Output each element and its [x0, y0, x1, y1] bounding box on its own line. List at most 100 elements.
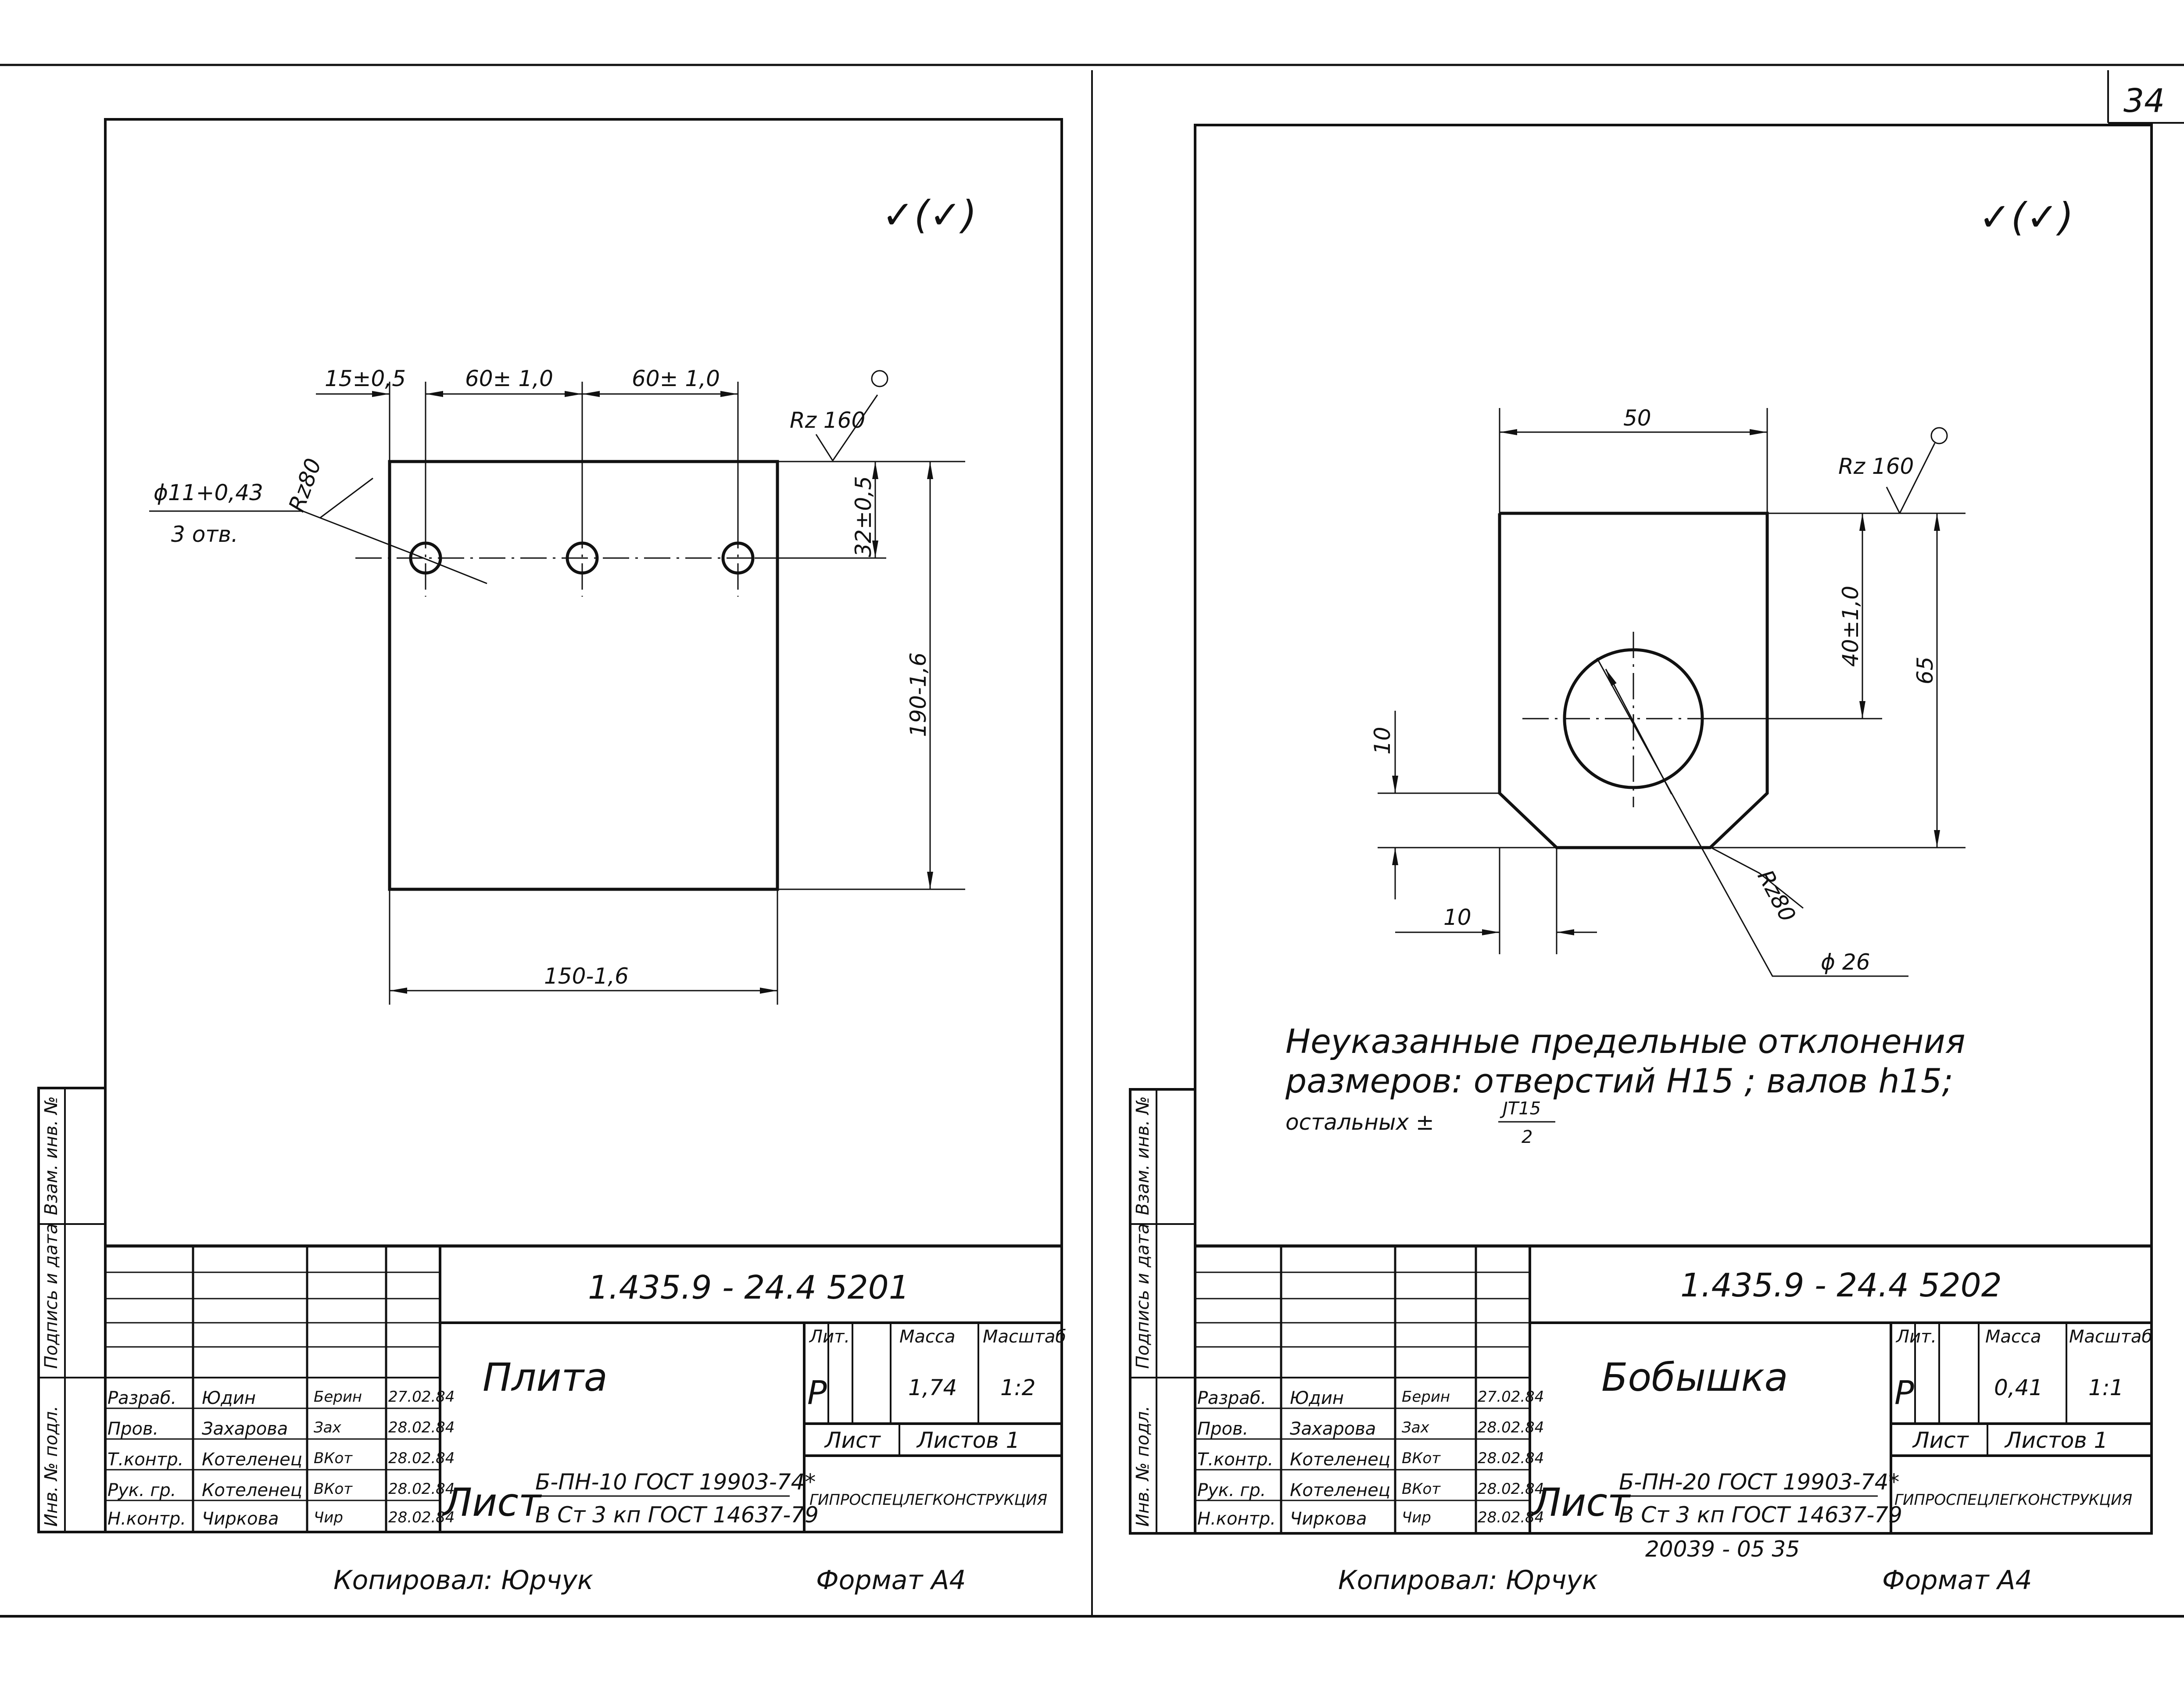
right-sig-role-3: Т.контр.: [1197, 1450, 1273, 1470]
right-material-line2: В Ст 3 кп ГОСТ 14637-79: [1619, 1502, 1902, 1528]
dim-holes-count: 3 отв.: [171, 522, 238, 547]
dim-10-vertical: 10: [1370, 727, 1395, 755]
right-sig-date-1: 27.02.84: [1478, 1388, 1544, 1406]
rz160-left: Rz 160: [790, 408, 865, 433]
right-col-lit: Лит.: [1895, 1327, 1937, 1347]
left-sig-sign-3: ВКот: [314, 1450, 353, 1467]
right-sig-role-2: Пров.: [1197, 1419, 1248, 1439]
left-side-label-inv: Инв. № подл.: [41, 1406, 61, 1527]
right-sheet: Инв. № подл. Подпись и дата Взам. инв. №…: [1129, 124, 2153, 1596]
right-roughness-symbol: ✓(✓): [1979, 194, 2073, 240]
right-material-label: Лист: [1531, 1480, 1631, 1525]
right-sig-date-3: 28.02.84: [1478, 1450, 1544, 1467]
left-sig-name-1: Юдин: [202, 1388, 256, 1408]
right-sig-name-1: Юдин: [1290, 1388, 1344, 1408]
left-sig-role-5: Н.контр.: [107, 1509, 186, 1529]
left-part-name: Плита: [483, 1355, 608, 1400]
right-material-line1: Б-ПН-20 ГОСТ 19903-74*: [1619, 1469, 1899, 1495]
right-sig-sign-2: Зах: [1402, 1419, 1430, 1436]
left-sheets-label: Листов 1: [916, 1428, 1020, 1453]
left-sig-sign-4: ВКот: [314, 1480, 353, 1498]
left-material-label: Лист: [442, 1480, 542, 1525]
right-col-mass: Масса: [1985, 1327, 2041, 1347]
rz160-right: Rz 160: [1838, 454, 1914, 479]
left-sig-role-4: Рук. гр.: [107, 1480, 176, 1500]
right-sig-sign-3: ВКот: [1402, 1450, 1441, 1467]
note-line-1: Неуказанные предельные отклонения: [1285, 1022, 1966, 1061]
note-line-3: остальных ±: [1285, 1110, 1434, 1135]
left-side-label-vzam: Взам. инв. №: [41, 1096, 61, 1215]
left-sig-date-2: 28.02.84: [388, 1419, 455, 1436]
dim-60-b: 60± 1,0: [632, 366, 720, 391]
left-sig-sign-1: Берин: [314, 1388, 362, 1406]
left-mass-value: 1,74: [908, 1375, 957, 1400]
right-sig-date-4: 28.02.84: [1478, 1480, 1544, 1498]
left-sheet: Инв. № подл. Подпись и дата Взам. инв. №…: [37, 118, 1066, 1596]
boss-centerlines: [1522, 632, 1755, 807]
right-sig-role-1: Разраб.: [1197, 1388, 1266, 1408]
left-material-line1: Б-ПН-10 ГОСТ 19903-74*: [535, 1469, 816, 1495]
dim-hole: ϕ11+0,43: [154, 480, 263, 505]
left-sig-sign-2: Зах: [314, 1419, 342, 1436]
left-frame: [37, 118, 1063, 1533]
plate-centerlines: [355, 522, 816, 597]
right-format: Формат А4: [1882, 1565, 2032, 1596]
left-sig-name-3: Котеленец: [202, 1450, 302, 1470]
right-signature-rows: Разраб. Юдин Берин 27.02.84 Пров. Захаро…: [1197, 1388, 1544, 1529]
left-scale-value: 1:2: [1000, 1375, 1035, 1400]
page-frame: [0, 64, 2184, 1618]
left-roughness-symbol: ✓(✓): [882, 192, 977, 237]
plate-dimensions: [149, 370, 965, 1005]
dim-190: 190-1,6: [906, 652, 931, 737]
left-sig-role-3: Т.контр.: [107, 1450, 183, 1470]
left-sig-role-1: Разраб.: [107, 1388, 176, 1408]
dim-65: 65: [1912, 656, 1938, 684]
right-side-label-vzam: Взам. инв. №: [1133, 1096, 1153, 1215]
rz80-left: Rz80: [284, 455, 326, 515]
right-sheet-label: Лист: [1912, 1428, 1969, 1453]
note-line-2: размеров: отверстий H15 ; валов h15;: [1285, 1061, 1953, 1100]
right-sig-name-3: Котеленец: [1290, 1450, 1390, 1470]
dim-50: 50: [1623, 405, 1651, 431]
right-lit-value: Р: [1894, 1374, 1914, 1412]
right-sig-sign-4: ВКот: [1402, 1480, 1441, 1498]
right-frame: [1129, 124, 2153, 1535]
boss-dimensions: [1378, 408, 1966, 977]
right-side-label-sign: Подпись и дата: [1133, 1224, 1153, 1369]
note-fraction-num: JT15: [1500, 1099, 1541, 1119]
rz80-right: Rz80: [1752, 866, 1801, 926]
right-mass-value: 0,41: [1994, 1375, 2043, 1400]
left-col-lit: Лит.: [809, 1327, 850, 1347]
page-number: 34: [2123, 82, 2165, 120]
right-sig-name-5: Чиркова: [1290, 1509, 1367, 1529]
left-format: Формат А4: [816, 1565, 966, 1596]
right-stamp-number: 20039 - 05 35: [1645, 1536, 1800, 1562]
dim-40: 40±1,0: [1838, 586, 1863, 667]
right-doc-code: 1.435.9 - 24.4 5202: [1680, 1267, 2002, 1304]
right-col-scale: Масштаб: [2069, 1327, 2152, 1347]
left-lit-value: Р: [807, 1374, 827, 1412]
right-copied-by: Копировал: Юрчук: [1338, 1565, 1598, 1596]
left-sig-role-2: Пров.: [107, 1419, 158, 1439]
right-sig-name-2: Захарова: [1290, 1419, 1376, 1439]
dim-10-horizontal: 10: [1443, 905, 1472, 930]
left-col-scale: Масштаб: [983, 1327, 1066, 1347]
dim-diameter: ϕ 26: [1821, 949, 1870, 975]
left-signature-rows: Разраб. Юдин Берин 27.02.84 Пров. Захаро…: [107, 1388, 455, 1529]
left-col-mass: Масса: [899, 1327, 956, 1347]
left-sig-date-3: 28.02.84: [388, 1450, 455, 1467]
dim-150: 150-1,6: [544, 963, 629, 989]
right-org: ГИПРОСПЕЦЛЕГКОНСТРУКЦИЯ: [1894, 1491, 2132, 1509]
left-material-line2: В Ст 3 кп ГОСТ 14637-79: [535, 1502, 819, 1528]
left-sig-name-2: Захарова: [202, 1419, 288, 1439]
dim-60-a: 60± 1,0: [465, 366, 553, 391]
left-side-label-sign: Подпись и дата: [41, 1224, 61, 1369]
right-scale-value: 1:1: [2088, 1375, 2123, 1400]
left-sheet-label: Лист: [824, 1428, 881, 1453]
right-sig-name-4: Котеленец: [1290, 1480, 1390, 1500]
right-side-lines: [1130, 1089, 1195, 1533]
note-fraction-den: 2: [1522, 1127, 1532, 1147]
left-title-block-lines: [105, 1244, 1062, 1532]
left-side-lines: [39, 1088, 105, 1532]
